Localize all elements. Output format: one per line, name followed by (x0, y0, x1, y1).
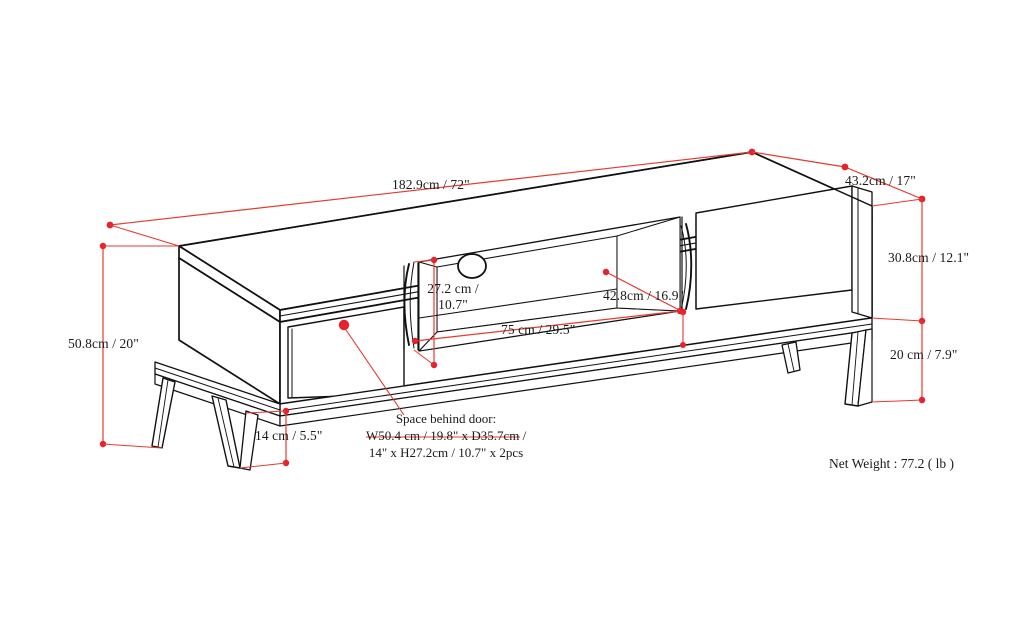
dimension-annotations (99, 148, 926, 469)
callout-line-3: 14" x H27.2cm / 10.7" x 2pcs (368, 444, 524, 460)
dim-leg-height-right (871, 321, 926, 404)
callout-leader (338, 319, 520, 438)
callout-space-behind-door: Space behind door: W50.4 cm / 19.8" x D3… (366, 411, 526, 462)
dim-label-leg-height-left: 14 cm / 5.5" (255, 428, 323, 443)
dim-label-depth-overall: 43.2cm / 17" (845, 173, 916, 188)
cabinet-right-side (851, 185, 873, 319)
dim-label-height-overall: 50.8cm / 20" (68, 336, 139, 351)
dim-shelf-height (413, 256, 438, 369)
cable-management-hole (457, 253, 487, 279)
dim-label-shelf-height-line2: 10.7" (438, 297, 468, 312)
dim-label-shelf-depth: 42.8cm / 16.9" (603, 288, 685, 303)
right-door-handle-groove (680, 223, 693, 311)
dim-leg-height-left (239, 407, 290, 469)
dim-label-shelf-width: 75 cm / 29.5" (501, 322, 576, 337)
furniture-drawing (151, 151, 873, 471)
right-door-stile (681, 214, 697, 311)
dim-label-shelf-height-line1: 27.2 cm / (427, 281, 479, 296)
left-door-stile (403, 262, 419, 351)
cabinet-rear-top-line (178, 151, 873, 247)
angled-tapered-legs (151, 328, 873, 471)
net-weight-label: Net Weight : 77.2 ( lb ) (829, 456, 955, 471)
dim-width-overall (106, 148, 756, 247)
dim-shelf-depth (602, 268, 687, 348)
dim-label-cabinet-height: 30.8cm / 12.1" (888, 250, 970, 265)
dim-cabinet-height (871, 199, 926, 325)
dim-label-width-overall: 182.9cm / 72" (392, 177, 470, 192)
dim-label-leg-height-right: 20 cm / 7.9" (890, 347, 958, 362)
callout-line-2: W50.4 cm / 19.8" x D35.7cm / (366, 427, 527, 443)
dim-height-overall (99, 242, 179, 449)
callout-line-1: Space behind door: (395, 411, 497, 426)
